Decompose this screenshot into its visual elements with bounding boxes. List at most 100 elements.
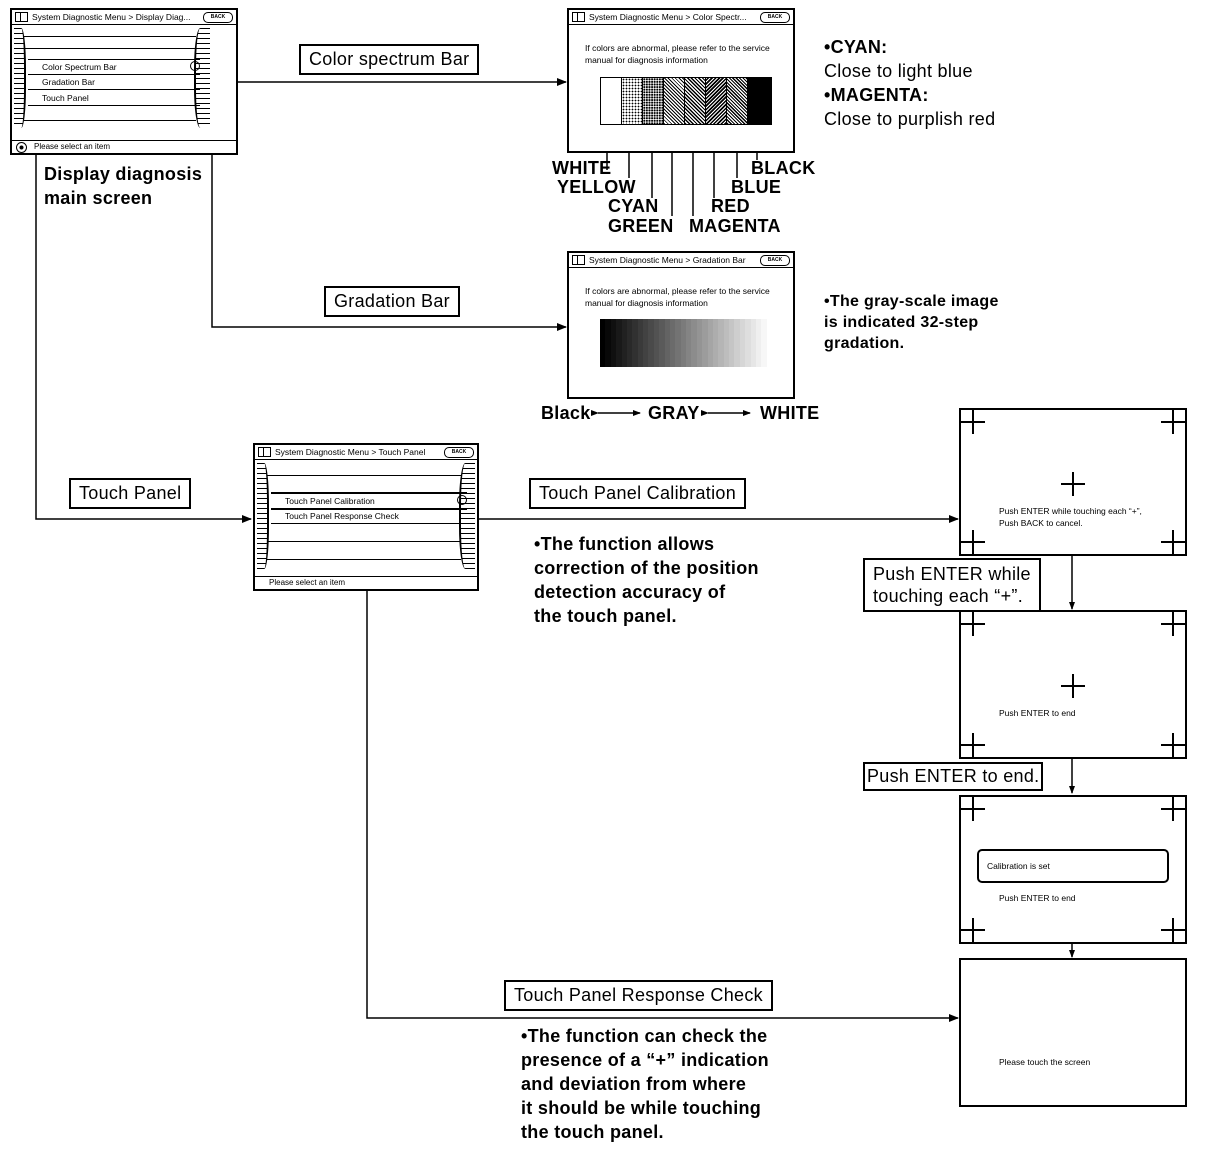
plus-target-icon[interactable] xyxy=(1061,674,1085,698)
status-bar: Please select an item xyxy=(255,576,477,589)
scroll-wheel[interactable] xyxy=(194,28,210,128)
plus-target-icon xyxy=(961,918,985,942)
gradation-note-line3: gradation. xyxy=(824,335,905,352)
gradation-step xyxy=(659,319,665,367)
menu-divider xyxy=(24,36,196,37)
gradation-scale-white: WHITE xyxy=(760,403,820,423)
gradation-step xyxy=(723,319,729,367)
response-check-screen[interactable]: Please touch the screen xyxy=(959,958,1187,1107)
gradation-step xyxy=(734,319,740,367)
color-note-cyan: •CYAN: xyxy=(824,37,888,57)
screen-title-bar: System Diagnostic Menu > Gradation Bar B… xyxy=(569,253,793,268)
color-label-white: WHITE xyxy=(552,158,612,178)
push-enter-to-end-text: Push ENTER to end xyxy=(999,893,1076,903)
response-note-line1: •The function can check the xyxy=(521,1026,768,1046)
menu-item-touch-panel-response-check[interactable]: Touch Panel Response Check xyxy=(271,509,467,524)
swatch-magenta xyxy=(685,78,706,124)
gradation-note-line1: •The gray-scale image xyxy=(824,293,999,310)
touch-panel-calibration-label: Touch Panel Calibration xyxy=(529,478,747,509)
color-label-yellow: YELLOW xyxy=(557,177,636,197)
plus-target-icon xyxy=(961,797,985,821)
color-spectrum-bar xyxy=(600,77,772,125)
gradation-step xyxy=(610,319,617,367)
color-label-cyan: CYAN xyxy=(608,196,659,216)
joystick-icon xyxy=(16,142,27,153)
screen-title: System Diagnostic Menu > Touch Panel xyxy=(275,447,426,457)
gradation-bar xyxy=(600,319,772,367)
response-note: •The function can check the presence of … xyxy=(521,1024,769,1144)
back-button[interactable]: BACK xyxy=(444,447,474,458)
gradation-step xyxy=(680,319,686,367)
swatch-black xyxy=(748,78,771,124)
plus-target-icon[interactable] xyxy=(1061,472,1085,496)
gradation-scale-gray: GRAY xyxy=(648,403,700,423)
gradation-step xyxy=(702,319,708,367)
response-note-line3: and deviation from where xyxy=(521,1074,747,1094)
scroll-wheel-left xyxy=(257,463,269,569)
gradation-bar-label: Gradation Bar xyxy=(324,286,460,317)
touch-panel-response-check-label: Touch Panel Response Check xyxy=(504,980,773,1011)
color-label-black: BLACK xyxy=(751,158,816,178)
gradation-step xyxy=(664,319,670,367)
menu-icon xyxy=(572,255,585,265)
plus-target-icon[interactable] xyxy=(961,612,985,636)
touch-panel-label: Touch Panel xyxy=(69,478,192,509)
scroll-wheel[interactable] xyxy=(459,463,475,569)
gradation-step xyxy=(729,319,735,367)
back-button[interactable]: BACK xyxy=(203,12,233,23)
swatch-green xyxy=(664,78,685,124)
calibration-note-line1: •The function allows xyxy=(534,534,715,554)
plus-target-icon[interactable] xyxy=(1161,410,1185,434)
gradation-step xyxy=(707,319,713,367)
color-spectrum-bar-label: Color spectrum Bar xyxy=(299,44,480,75)
menu-item-touch-panel[interactable]: Touch Panel xyxy=(28,91,200,106)
gradation-step xyxy=(648,319,654,367)
gradation-step xyxy=(637,319,643,367)
swatch-blue xyxy=(727,78,748,124)
menu-item-color-spectrum-bar[interactable]: Color Spectrum Bar xyxy=(28,59,200,75)
calibration-instruction-line1: Push ENTER while touching each “+”, xyxy=(999,506,1142,516)
please-touch-screen-text: Please touch the screen xyxy=(999,1057,1091,1067)
main-screen-caption-line1: Display diagnosis xyxy=(44,164,203,184)
screen-title: System Diagnostic Menu > Display Diag... xyxy=(32,12,191,22)
gradation-step xyxy=(626,319,633,367)
calibration-screen-3[interactable]: Calibration is set Push ENTER to end xyxy=(959,795,1187,944)
color-note-magenta: •MAGENTA: xyxy=(824,85,929,105)
display-diagnosis-main-screen: System Diagnostic Menu > Display Diag...… xyxy=(10,8,238,155)
push-enter-while-label: Push ENTER while touching each “+”. xyxy=(863,558,1041,612)
calibration-note-line2: correction of the position xyxy=(534,558,759,578)
menu-item-touch-panel-calibration[interactable]: Touch Panel Calibration xyxy=(271,492,467,510)
color-label-red: RED xyxy=(711,196,750,216)
calibration-screen-1[interactable]: Push ENTER while touching each “+”, Push… xyxy=(959,408,1187,556)
gradation-step xyxy=(653,319,660,367)
push-enter-while-line1: Push ENTER while xyxy=(873,564,1031,584)
scroll-wheel-left xyxy=(14,28,26,128)
plus-target-icon[interactable] xyxy=(961,410,985,434)
plus-target-icon[interactable] xyxy=(961,530,985,554)
swatch-cyan xyxy=(643,78,664,124)
calibration-set-message: Calibration is set xyxy=(977,849,1169,883)
gradation-step xyxy=(761,319,767,367)
menu-icon xyxy=(15,12,28,22)
touch-panel-screen: System Diagnostic Menu > Touch Panel BAC… xyxy=(253,443,479,591)
menu-item-gradation-bar[interactable]: Gradation Bar xyxy=(28,75,200,90)
color-note-cyan-desc: Close to light blue xyxy=(824,61,973,81)
swatch-red xyxy=(706,78,727,124)
color-spectrum-screen: System Diagnostic Menu > Color Spectr...… xyxy=(567,8,795,153)
plus-target-icon[interactable] xyxy=(961,733,985,757)
plus-target-icon xyxy=(1161,797,1185,821)
calibration-note: •The function allows correction of the p… xyxy=(534,532,759,628)
calibration-instruction-line2: Push BACK to cancel. xyxy=(999,518,1083,528)
calibration-screen-2[interactable]: Push ENTER to end xyxy=(959,610,1187,759)
plus-target-icon xyxy=(1161,918,1185,942)
gradation-step xyxy=(632,319,638,367)
response-note-line2: presence of a “+” indication xyxy=(521,1050,769,1070)
gradation-step xyxy=(712,319,719,367)
back-button[interactable]: BACK xyxy=(760,255,790,266)
gradation-bar-screen: System Diagnostic Menu > Gradation Bar B… xyxy=(567,251,795,399)
gradation-scale-black: Black xyxy=(541,403,591,423)
plus-target-icon[interactable] xyxy=(1161,530,1185,554)
plus-target-icon[interactable] xyxy=(1161,612,1185,636)
plus-target-icon[interactable] xyxy=(1161,733,1185,757)
back-button[interactable]: BACK xyxy=(760,12,790,23)
